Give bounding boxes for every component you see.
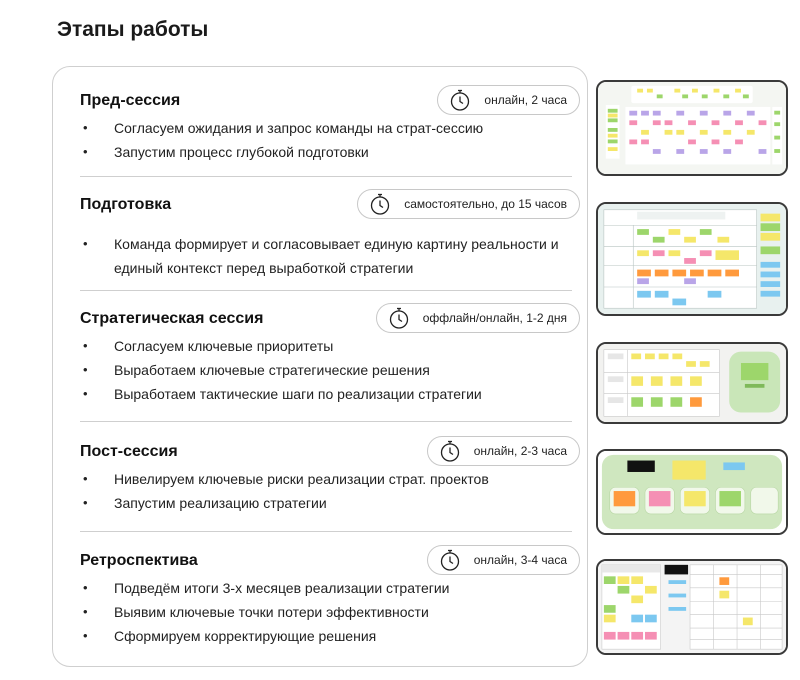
duration-text: онлайн, 3-4 часа	[473, 553, 567, 567]
stage-title: Стратегическая сессия	[80, 310, 264, 327]
list-item: Запустим реализацию стратегии	[80, 491, 489, 515]
duration-text: онлайн, 2-3 часа	[473, 444, 567, 458]
duration-text: оффлайн/онлайн, 1-2 дня	[422, 311, 567, 325]
list-item: Согласуем ключевые приоритеты	[80, 334, 482, 358]
list-item: Подведём итоги 3-х месяцев реализации ст…	[80, 576, 450, 600]
list-item: Согласуем ожидания и запрос команды на с…	[80, 116, 483, 140]
duration-badge: онлайн, 2-3 часа	[426, 436, 580, 466]
bullet-list: Команда формирует и согласовывает единую…	[80, 232, 580, 280]
duration-text: онлайн, 2 часа	[484, 93, 567, 107]
board-thumbnail-image	[598, 82, 786, 174]
list-item: Нивелируем ключевые риски реализации стр…	[80, 467, 489, 491]
board-thumbnail-pre-session	[596, 80, 788, 176]
stopwatch-icon	[440, 549, 459, 571]
duration-text: самостоятельно, до 15 часов	[404, 197, 567, 211]
divider	[80, 531, 572, 532]
duration-badge: онлайн, 3-4 часа	[426, 545, 580, 575]
list-item: Выявим ключевые точки потери эффективнос…	[80, 600, 450, 624]
divider	[80, 290, 572, 291]
list-item: Запустим процесс глубокой подготовки	[80, 140, 483, 164]
stage-title: Пред-сессия	[80, 92, 181, 109]
board-thumbnail-image	[598, 204, 786, 314]
board-thumbnail-post-session	[596, 449, 788, 535]
board-thumbnail-image	[598, 561, 786, 653]
list-item: Выработаем тактические шаги по реализаци…	[80, 382, 482, 406]
bullet-list: Подведём итоги 3-х месяцев реализации ст…	[80, 576, 450, 648]
divider	[80, 176, 572, 177]
bullet-list: Нивелируем ключевые риски реализации стр…	[80, 467, 489, 515]
stopwatch-icon	[389, 307, 408, 329]
bullet-list: Согласуем ключевые приоритеты Выработаем…	[80, 334, 482, 406]
board-thumbnail-preparation	[596, 202, 788, 316]
divider	[80, 421, 572, 422]
duration-badge: онлайн, 2 часа	[437, 85, 580, 115]
board-thumbnail-image	[598, 451, 786, 533]
stage-title: Пост-сессия	[80, 443, 178, 460]
board-thumbnail-image	[598, 344, 786, 422]
board-thumbnail-strategic-session	[596, 342, 788, 424]
board-thumbnail-retrospective	[596, 559, 788, 655]
bullet-list: Согласуем ожидания и запрос команды на с…	[80, 116, 483, 164]
stage-title: Подготовка	[80, 196, 172, 213]
duration-badge: самостоятельно, до 15 часов	[357, 189, 580, 219]
stage-title: Ретроспектива	[80, 552, 198, 569]
stopwatch-icon	[440, 440, 459, 462]
stopwatch-icon	[451, 89, 470, 111]
list-item: Выработаем ключевые стратегические решен…	[80, 358, 482, 382]
list-item: Команда формирует и согласовывает единую…	[80, 232, 580, 280]
duration-badge: оффлайн/онлайн, 1-2 дня	[375, 303, 580, 333]
page-title: Этапы работы	[57, 18, 209, 41]
list-item: Сформируем корректирующие решения	[80, 624, 450, 648]
stopwatch-icon	[371, 193, 390, 215]
